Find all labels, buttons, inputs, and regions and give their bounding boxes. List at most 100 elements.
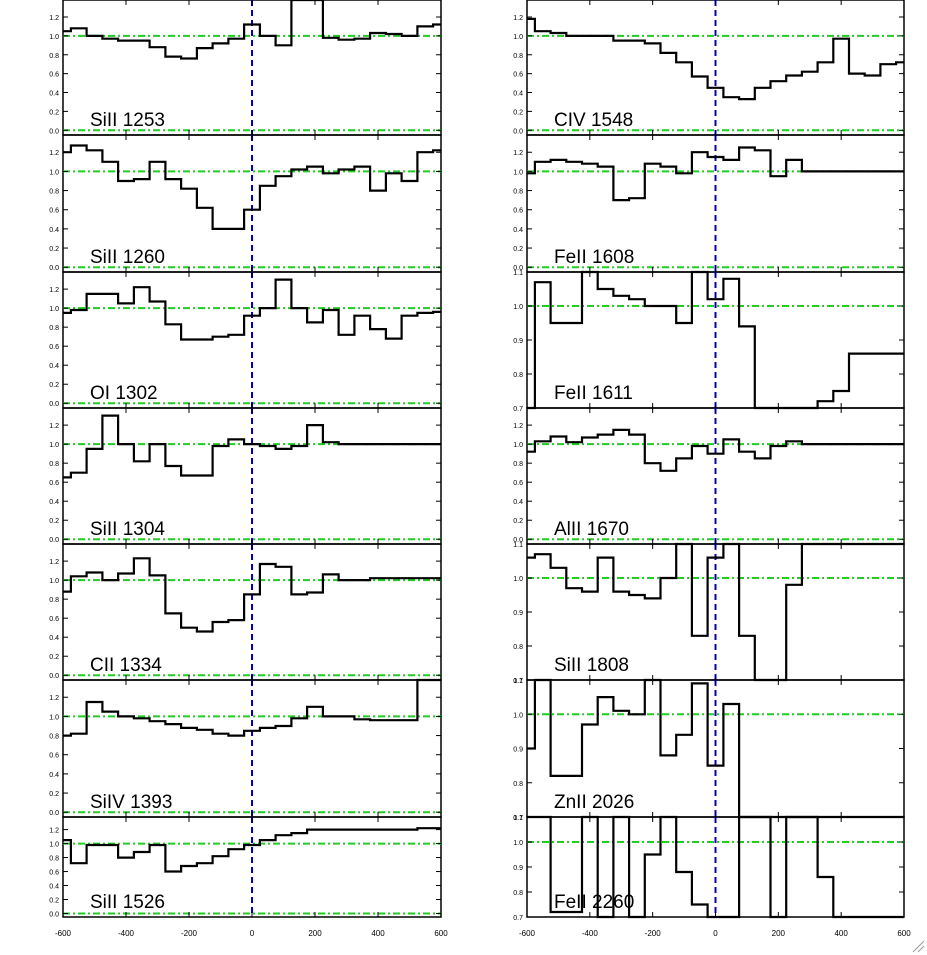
panel-6-ytick-label: 0.4: [49, 772, 59, 779]
panel-11-ytick-label: 0.8: [513, 461, 523, 468]
panel-8-ytick-label: 0.4: [513, 91, 523, 98]
panel-1-label: SiII 1253: [90, 110, 165, 131]
panel-9-spectrum-line: [527, 146, 904, 202]
panel-11-spectrum-line: [527, 428, 904, 472]
panel-3-label: OI 1302: [90, 383, 158, 404]
panel-9-ytick-label: 0.4: [513, 227, 523, 234]
panel-9-ytick-label: 0.6: [513, 208, 523, 215]
x-tick-label: 600: [434, 929, 448, 938]
panel-14-ytick-label: 0.8: [513, 890, 523, 897]
panel-1-ytick-label: 0.4: [49, 91, 59, 98]
panel-9-ytick-label: 1.0: [513, 169, 523, 176]
panel-11-ytick-label: 0.4: [513, 499, 523, 506]
panel-13-ytick-label: 1.1: [513, 678, 523, 685]
panel-11-ytick-label: 1.2: [513, 423, 523, 430]
panel-6-ytick-label: 0.2: [49, 791, 59, 798]
panel-2-ytick-label: 0.8: [49, 189, 59, 196]
panel-9-label: FeII 1608: [554, 247, 634, 268]
panel-2-ytick-label: 0.4: [49, 227, 59, 234]
panel-1-ytick-label: 0.6: [49, 72, 59, 79]
panel-12-ytick-label: 0.9: [513, 610, 523, 617]
panel-7-spectrum-line: [63, 827, 441, 873]
panel-8-label: CIV 1548: [554, 110, 633, 131]
panel-4-ytick-label: 1.2: [49, 423, 59, 430]
panel-11-ytick-label: 1.0: [513, 442, 523, 449]
panel-8-ytick-label: 0.0: [513, 128, 523, 135]
panel-13-ytick-label: 0.8: [513, 781, 523, 788]
panel-3-ytick-label: 1.2: [49, 287, 59, 294]
panel-12-ytick-label: 1.1: [513, 542, 523, 549]
panel-4-ytick-label: 0.2: [49, 518, 59, 525]
panel-7-ytick-label: 0.6: [49, 870, 59, 877]
panel-10-ytick-label: 0.7: [513, 406, 523, 413]
panel-4-ytick-label: 0.0: [49, 537, 59, 544]
panel-14-ytick-label: 0.7: [513, 915, 523, 922]
panel-5-ytick-label: 0.6: [49, 616, 59, 623]
panel-14-ytick-label: 1.1: [513, 815, 523, 822]
x-tick-label: -600: [519, 929, 536, 938]
panel-9-ytick-label: 0.8: [513, 189, 523, 196]
panel-9-ytick-label: 1.2: [513, 150, 523, 157]
panel-5-ytick-label: 0.2: [49, 654, 59, 661]
panel-1-ytick-label: 1.0: [49, 34, 59, 41]
panel-5-ytick-label: 0.4: [49, 635, 59, 642]
panel-7-ytick-label: 0.0: [49, 912, 59, 919]
panel-7-ytick-label: 1.2: [49, 828, 59, 835]
panel-6-spectrum-line: [63, 678, 441, 737]
panel-3-spectrum-line: [63, 278, 441, 341]
panel-1-ytick-label: 0.8: [49, 53, 59, 60]
panel-5-spectrum-line: [63, 557, 441, 633]
panel-2-ytick-label: 1.0: [49, 169, 59, 176]
x-tick-label: 0: [713, 929, 718, 938]
panel-8-spectrum-line: [527, 17, 904, 101]
panel-3-ytick-label: 0.0: [49, 401, 59, 408]
panel-6-ytick-label: 1.0: [49, 714, 59, 721]
panel-7-ytick-label: 0.8: [49, 856, 59, 863]
panel-11-label: AlII 1670: [554, 519, 629, 540]
panel-4-label: SiII 1304: [90, 519, 165, 540]
panel-11-ytick-label: 0.6: [513, 480, 523, 487]
panel-8-ytick-label: 0.6: [513, 72, 523, 79]
panel-7-label: SiII 1526: [90, 892, 165, 913]
panel-8-ytick-label: 1.2: [513, 15, 523, 22]
x-tick-label: 200: [772, 929, 786, 938]
panel-5-ytick-label: 0.0: [49, 673, 59, 680]
x-tick-label: 400: [834, 929, 848, 938]
panel-1-spectrum-line: [63, 0, 441, 60]
panel-12-label: SiII 1808: [554, 655, 629, 676]
panel-4-ytick-label: 0.4: [49, 499, 59, 506]
x-tick-label: 0: [250, 929, 255, 938]
panel-10-label: FeII 1611: [554, 383, 633, 404]
panel-1-ytick-label: 0.0: [49, 128, 59, 135]
panel-13-ytick-label: 0.7: [513, 815, 523, 822]
panel-1-ytick-label: 1.2: [49, 15, 59, 22]
panel-13-label: ZnII 2026: [554, 792, 634, 813]
panel-2-ytick-label: 1.2: [49, 150, 59, 157]
x-tick-label: 400: [371, 929, 385, 938]
x-tick-label: 600: [897, 929, 911, 938]
resize-grip-icon[interactable]: [911, 939, 925, 953]
panel-10-ytick-label: 1.0: [513, 304, 523, 311]
panel-14-label: FeII 2260: [554, 892, 634, 913]
panel-8-ytick-label: 1.0: [513, 34, 523, 41]
panel-10-ytick-label: 0.9: [513, 338, 523, 345]
panel-14-spectrum-line: [527, 815, 904, 919]
panel-14-ytick-label: 1.0: [513, 840, 523, 847]
panel-7-ytick-label: 0.4: [49, 884, 59, 891]
x-tick-label: -200: [181, 929, 198, 938]
panel-3-ytick-label: 0.4: [49, 363, 59, 370]
panel-6-ytick-label: 1.2: [49, 695, 59, 702]
panel-7-ytick-label: 1.0: [49, 842, 59, 849]
panel-4-spectrum-line: [63, 414, 441, 479]
panel-12-spectrum-line: [527, 542, 904, 682]
x-tick-label: -400: [118, 929, 135, 938]
panel-6-ytick-label: 0.6: [49, 753, 59, 760]
panel-14-ytick-label: 0.9: [513, 865, 523, 872]
panel-12-ytick-label: 0.7: [513, 678, 523, 685]
panel-13-ytick-label: 1.0: [513, 712, 523, 719]
panel-6-ytick-label: 0.0: [49, 810, 59, 817]
panel-3-ytick-label: 0.6: [49, 344, 59, 351]
panel-12-ytick-label: 0.8: [513, 644, 523, 651]
panel-11-ytick-label: 0.2: [513, 518, 523, 525]
